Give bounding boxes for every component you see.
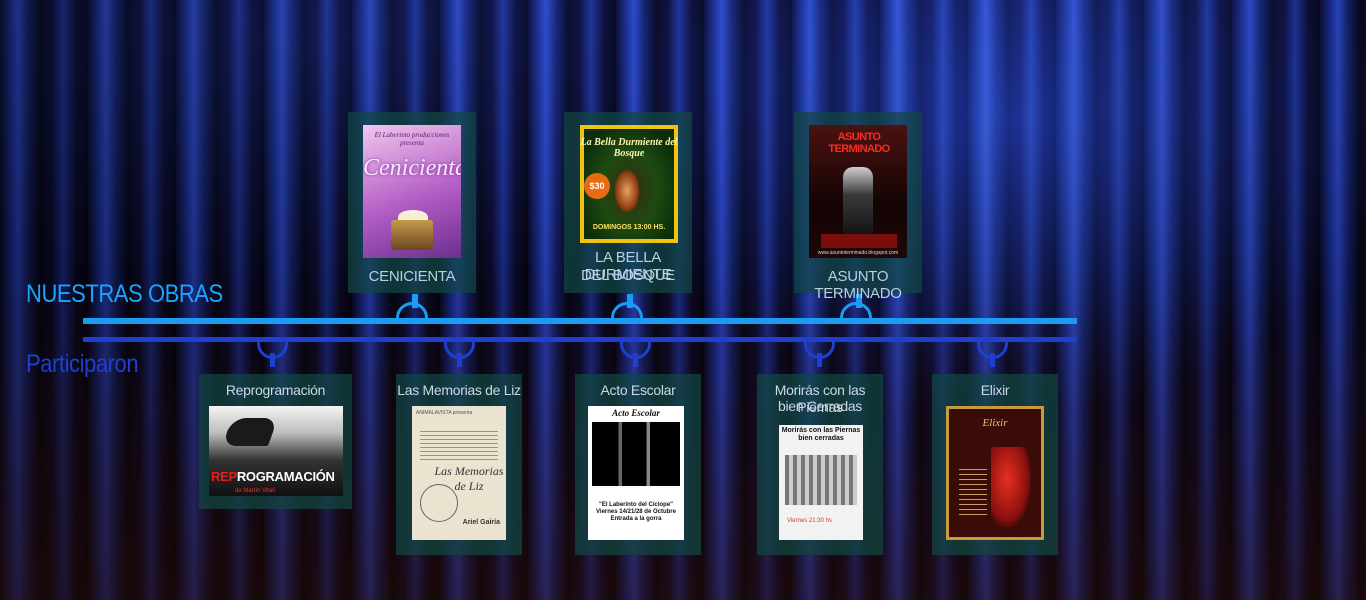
timeline-connector <box>620 337 651 367</box>
participacion-card-moriras[interactable]: Morirás con las Piernas bien Cerradas Mo… <box>757 374 883 555</box>
poster-elixir[interactable]: Elixir <box>946 406 1044 540</box>
poster-headline: Morirás con las Piernas bien cerradas <box>781 427 861 442</box>
obra-card-asunto-terminado[interactable]: ASUNTO TERMINADO www.asuntoterminado.blo… <box>794 112 922 302</box>
participacion-card-reprogramacion[interactable]: Reprogramación REPROGRAMACIÓN de Martín … <box>199 374 352 509</box>
obra-card-cenicienta[interactable]: El Laberinto producciones presenta Cenic… <box>348 112 476 293</box>
shoe-image <box>221 418 279 446</box>
timeline-participaron-line <box>83 337 1077 342</box>
poster-date: Viernes 14/21/28 de Octubre <box>596 509 676 515</box>
actors-photo <box>592 422 680 486</box>
obra-title-line1: LA BELLA DURMIENTE <box>584 249 672 283</box>
poster-footer: www.asuntoterminado.blogspot.com <box>817 250 899 256</box>
participacion-title: Reprogramación <box>225 382 326 398</box>
poster-headline: Elixir <box>982 417 1008 429</box>
section-title-obras: NUESTRAS OBRAS <box>26 280 223 308</box>
face-drawing <box>420 484 458 522</box>
poster-credit: de Martín Vitali <box>235 488 275 494</box>
poster-details: "El Laberinto del Cíclope" Viernes 14/21… <box>588 502 684 523</box>
poster-entry: Entrada a la gorra <box>610 516 662 522</box>
obra-title-line2: DEL BOSQUE <box>581 267 675 284</box>
participacion-title: Las Memorias de Liz <box>397 382 521 398</box>
book-icon <box>391 220 433 250</box>
timeline-connector <box>611 294 649 324</box>
cast-list <box>959 465 987 515</box>
obra-title: ASUNTO TERMINADO <box>814 268 902 302</box>
dancer-figure <box>991 447 1031 527</box>
obra-card-bella-durmiente[interactable]: La Bella Durmiente del Bosque $30 DOMING… <box>564 112 692 293</box>
poster-asunto-terminado[interactable]: ASUNTO TERMINADO www.asuntoterminado.blo… <box>809 125 907 258</box>
timeline-connector <box>804 337 835 367</box>
poster-footer: DOMINGOS 13:00 HS. <box>592 224 666 231</box>
poster-headline: Acto Escolar <box>612 408 660 418</box>
poster-presenter: ANIMALAVISTA presenta <box>416 410 473 416</box>
poster-headline: REPROGRAMACIÓN <box>211 469 343 484</box>
poster-headline: ASUNTO TERMINADO <box>828 131 890 155</box>
poster-credit: Ariel Gairía <box>462 519 500 526</box>
poster-headline: Las Memorias de Liz <box>434 464 504 493</box>
poster-reprogramacion[interactable]: REPROGRAMACIÓN de Martín Vitali <box>209 406 343 496</box>
participacion-title: Acto Escolar <box>600 382 676 398</box>
timeline-connector <box>444 337 475 367</box>
poster-headline: Cenicienta <box>363 155 461 181</box>
timeline-connector <box>396 294 434 324</box>
building-photo <box>785 455 857 505</box>
couple-image <box>614 169 640 213</box>
headline-white-part: ROGRAMACIÓN <box>236 469 335 484</box>
participacion-title-line2: bien Cerradas <box>777 398 863 414</box>
obra-title: CENICIENTA <box>368 268 456 285</box>
headline-red-part: REP <box>211 469 237 484</box>
stage-base <box>821 234 897 248</box>
actor-figure <box>843 167 873 237</box>
poster-presenter: El Laberinto producciones presenta <box>374 131 450 147</box>
poster-moriras[interactable]: Morirás con las Piernas bien cerradas Vi… <box>779 425 863 540</box>
participacion-card-memorias-de-liz[interactable]: Las Memorias de Liz ANIMALAVISTA present… <box>396 374 522 555</box>
poster-footer: Viernes 21:30 hs <box>787 518 832 524</box>
poster-headline: La Bella Durmiente del Bosque <box>580 137 678 159</box>
participacion-card-elixir[interactable]: Elixir Elixir <box>932 374 1058 555</box>
timeline-connector <box>257 337 288 367</box>
participacion-title: Elixir <box>980 382 1010 398</box>
timeline-obras-line <box>83 318 1077 324</box>
participacion-title-line1: Morirás con las Piernas <box>774 382 866 415</box>
poster-acto-escolar[interactable]: Acto Escolar "El Laberinto del Cíclope" … <box>588 406 684 540</box>
poster-memorias-de-liz[interactable]: ANIMALAVISTA presenta Las Memorias de Li… <box>412 406 506 540</box>
section-title-participaron: Participaron <box>26 350 139 378</box>
poster-cenicienta[interactable]: El Laberinto producciones presenta Cenic… <box>363 125 461 258</box>
timeline-connector <box>977 337 1008 367</box>
poster-venue: "El Laberinto del Cíclope" <box>598 502 674 508</box>
poster-text-block <box>420 428 498 462</box>
participacion-card-acto-escolar[interactable]: Acto Escolar Acto Escolar "El Laberinto … <box>575 374 701 555</box>
poster-bella-durmiente[interactable]: La Bella Durmiente del Bosque $30 DOMING… <box>580 125 678 243</box>
price-badge: $30 <box>584 173 610 199</box>
